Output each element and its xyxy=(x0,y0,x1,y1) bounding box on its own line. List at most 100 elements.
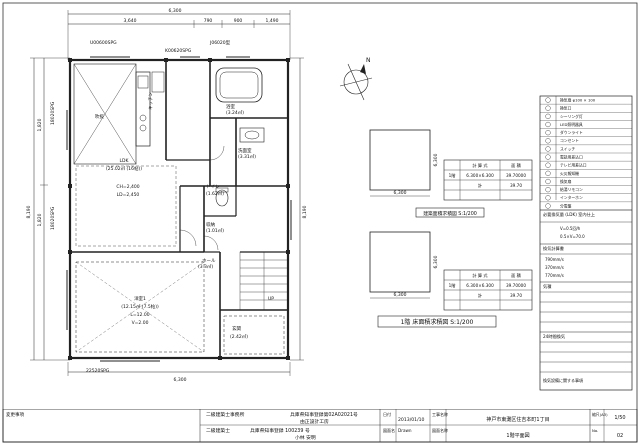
legend-symbol-icon xyxy=(545,97,551,103)
room-kitchen: キッチン xyxy=(148,92,154,110)
dim-left-mid: 1,820 xyxy=(37,213,43,226)
window-w5: 18020SPG xyxy=(50,206,56,230)
window-w4: 18020SPG xyxy=(50,101,56,125)
area2-r1-2: 39.70 xyxy=(510,293,522,298)
area2-dim-h: 6,300 xyxy=(433,255,439,268)
legend-item-label: 分電盤 xyxy=(560,203,572,208)
room-western-area: (12.15㎡ (7.5帖)) xyxy=(121,303,159,310)
legend-item-label: インターホン xyxy=(560,195,583,200)
area1-r0-1: 6.300×6.300 xyxy=(466,173,494,178)
room-bath-name: 浴室 xyxy=(226,103,235,110)
legend-symbol-icon xyxy=(545,195,551,201)
area2-r0-1: 6.300×6.300 xyxy=(466,283,494,288)
legend-symbol-icon xyxy=(545,162,551,168)
legend-val-b1: 370mm/s xyxy=(545,265,564,270)
tb-office: 二級建築士事務所 xyxy=(206,411,245,418)
room-toilet-name: トイレ xyxy=(206,185,220,190)
legend-val-b0: 790mm/s xyxy=(545,257,564,262)
dim-top-1: 3,640 xyxy=(124,18,137,24)
title-block: 変更事項 二級建築士事務所 兵庫県知事登録第02A02021号 由正設計工房 二… xyxy=(2,409,638,443)
north-arrow-icon: N xyxy=(339,57,373,101)
window-w2: K00620SPG xyxy=(165,48,192,54)
area1-r0-0: 1階 xyxy=(449,172,457,179)
legend-section-d: 24時間換気 xyxy=(543,333,565,340)
room-void: 吹抜 xyxy=(95,113,104,120)
plan-labels: 6,300 3,640 790 900 1,490 8,190 1,820 1,… xyxy=(26,8,308,383)
area1-caption: 建築面積求積図 S:1/200 xyxy=(423,210,477,217)
tb-date: 2013/01/10 xyxy=(398,417,425,423)
area2-caption: 1階 床面積求積図 S:1/200 xyxy=(401,318,474,326)
tb-date-label: 日付 xyxy=(383,411,391,417)
tb-sheet-label: 図面名称 xyxy=(432,427,448,433)
legend-section-c: 気積 xyxy=(543,283,552,290)
compass-n: N xyxy=(366,57,371,64)
area1-r1-1: 計 xyxy=(478,182,482,189)
stairs-up: UP xyxy=(268,296,274,302)
legend-item-label: 火災報知機 xyxy=(560,171,579,176)
tb-scale-label: 縮尺(A3) xyxy=(592,412,608,417)
room-ldk-area: (25.02㎡ (16帖)) xyxy=(106,165,142,172)
legend-symbol-icon xyxy=(545,121,551,128)
legend-panel: 換気扇 φ100 × 100換気口シーリング灯LED照明器具ダウンライトコンセン… xyxy=(539,95,633,391)
legend-section-b: 換気計算書 xyxy=(543,245,564,252)
area1-h-1: 計 算 式 xyxy=(472,162,488,169)
dim-top-3: 900 xyxy=(234,18,243,24)
floor-area-diagram: 6,300 6,300 計 算 式 面 積 1階 6.300×6.300 39.… xyxy=(369,231,533,328)
room-storage-area: (1.01㎡) xyxy=(206,227,224,234)
room-wash-name: 洗面室 xyxy=(238,147,252,154)
tb-revision-label: 変更事項 xyxy=(6,411,24,418)
tb-office-name: 由正設計工房 xyxy=(300,418,329,425)
room-western-v: V=2.00 xyxy=(132,320,149,326)
tb-architect-reg: 兵庫県知事登録 100239 号 xyxy=(250,427,310,434)
area1-r1-2: 39.70 xyxy=(510,183,522,188)
tb-no: 02 xyxy=(617,433,623,439)
tb-drawn-label: 図面名 xyxy=(383,427,395,433)
legend-val-b2: 770mm/s xyxy=(545,273,564,278)
room-hall-area: (3.3㎡) xyxy=(198,263,213,270)
legend-item-label: 換気扇 φ100 × 100 xyxy=(560,97,596,102)
legend-symbol-icon xyxy=(545,154,551,160)
area2-r1-1: 計 xyxy=(478,292,482,299)
area1-dim-w: 6,300 xyxy=(394,190,407,196)
dim-top-2: 790 xyxy=(204,18,213,24)
legend-footer: 換気設備に関する事項 xyxy=(543,377,583,383)
legend-symbol-icon xyxy=(545,130,551,136)
room-hall-name: ホール xyxy=(202,258,216,264)
legend-section-a: 必要換気量 (LDK) 室内仕上 xyxy=(543,211,595,218)
room-wash-area: (3.31㎡) xyxy=(238,153,256,160)
legend-item-label: 換気扇 xyxy=(560,179,572,184)
window-w1: U00600SPG xyxy=(90,40,117,46)
legend-item-label: 換気口 xyxy=(560,106,572,111)
tb-architect-name: 小林 安明 xyxy=(295,434,316,441)
legend-item-label: シーリング灯 xyxy=(560,114,583,119)
legend-val-a0: V=0.5回/h xyxy=(560,226,581,231)
legend-item-label: LED照明器具 xyxy=(560,122,583,127)
area2-h-1: 計 算 式 xyxy=(472,272,488,279)
floor-plan xyxy=(30,10,304,376)
legend-item-label: スイッチ xyxy=(560,146,575,151)
area2-r0-0: 1階 xyxy=(449,282,457,289)
tb-office-reg: 兵庫県知事登録第02A02021号 xyxy=(290,411,358,418)
legend-symbol-icon xyxy=(545,178,551,185)
dim-right-total: 8,190 xyxy=(302,205,308,218)
room-ldk-name: LDK xyxy=(120,158,130,164)
window-w3: J06020型 xyxy=(209,39,231,46)
tb-project-label: 工事名称 xyxy=(432,411,448,417)
room-ldk-ch: CH=2,400 xyxy=(116,184,139,190)
tb-project: 神戸市東灘区住吉本町1丁目 xyxy=(486,416,549,423)
dim-top-total: 6,300 xyxy=(169,8,182,14)
window-w6: 22520SPG xyxy=(86,368,110,374)
area2-h-2: 面 積 xyxy=(511,272,522,279)
legend-item-label: テレビ用差込口 xyxy=(560,163,587,168)
legend-symbol-icon xyxy=(545,113,551,119)
room-porch-area: (2.42㎡) xyxy=(230,333,248,340)
legend-item-label: ダウンライト xyxy=(560,130,583,135)
area1-dim-h: 6,300 xyxy=(433,153,439,166)
legend-symbol-icon xyxy=(545,146,551,152)
building-area-diagram: 6,300 6,300 計 算 式 面 積 1階 6.300×6.300 39.… xyxy=(369,129,533,218)
dim-left-upper: 1,820 xyxy=(37,118,43,131)
dim-top-4: 1,490 xyxy=(266,18,279,24)
legend-symbol-icon xyxy=(545,138,551,144)
area1-r0-2: 39.70000 xyxy=(506,173,526,178)
